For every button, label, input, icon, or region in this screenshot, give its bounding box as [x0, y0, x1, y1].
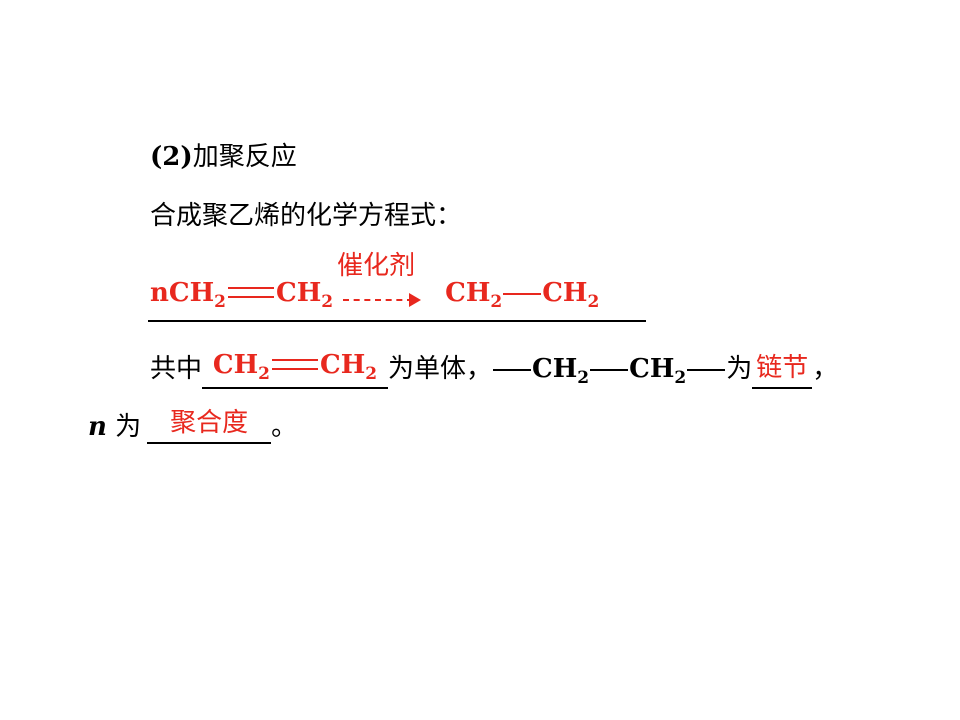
- single-bond: [503, 293, 542, 295]
- monomer-text: 为单体，: [388, 354, 493, 384]
- product-ch2-left: CH2: [445, 278, 503, 312]
- double-bond: [228, 286, 275, 298]
- product-ch2-right: CH2: [542, 278, 600, 312]
- reaction-arrow: 催化剂: [337, 251, 422, 313]
- line3-comma: ，: [812, 354, 839, 384]
- degree-line: n 为聚合度。: [88, 408, 298, 444]
- reactant-ch2-right: CH2: [276, 278, 334, 312]
- line4-period: 。: [271, 412, 298, 442]
- equation-coefficient: n: [150, 278, 169, 308]
- degree-text: 为: [106, 412, 142, 442]
- section-title: 加聚反应: [192, 142, 297, 172]
- equation-underline: [148, 320, 646, 322]
- intro-text: 合成聚乙烯的化学方程式：: [150, 201, 463, 231]
- dashed-arrow-line: [343, 299, 414, 301]
- section-number: (2): [150, 142, 193, 172]
- degree-answer: 聚合度: [170, 408, 249, 438]
- reactant-ch2-left: CH2: [168, 278, 227, 312]
- chain-unit-blank: 链节: [752, 353, 813, 389]
- answer-double-bond: [272, 358, 319, 370]
- degree-blank: 聚合度: [147, 408, 272, 444]
- chain-unit-answer: 链节: [756, 353, 809, 383]
- arrow-head-icon: [409, 293, 422, 307]
- section-heading: (2)加聚反应: [150, 140, 297, 174]
- catalyst-label: 催化剂: [337, 251, 416, 281]
- unit-text: 为: [726, 354, 753, 384]
- n-symbol: n: [88, 412, 107, 442]
- prefix-text: 共中: [150, 354, 203, 384]
